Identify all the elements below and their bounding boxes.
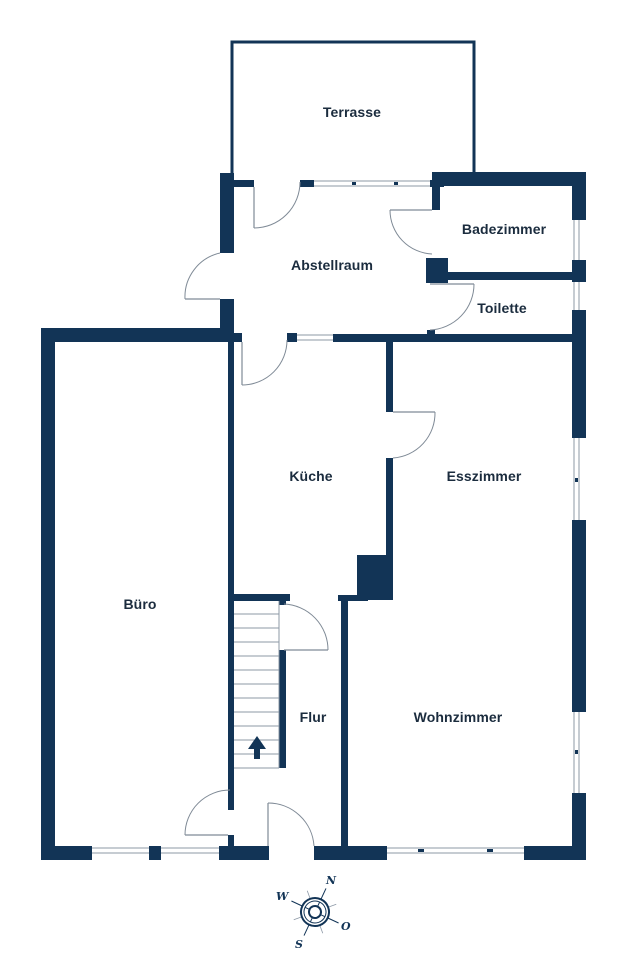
compass-rose-icon <box>291 888 339 936</box>
terrace-outline <box>230 40 476 180</box>
compass-east: O <box>341 920 351 933</box>
room-label-kueche: Küche <box>289 468 333 484</box>
room-label-abstellraum: Abstellraum <box>290 257 374 273</box>
compass-south: S <box>295 938 303 951</box>
arrow-up-icon <box>248 736 266 759</box>
room-label-flur: Flur <box>299 709 327 725</box>
room-label-badezimmer: Badezimmer <box>461 221 547 237</box>
room-label-buero: Büro <box>123 596 157 612</box>
room-label-esszimmer: Esszimmer <box>446 468 522 484</box>
room-label-terrasse: Terrasse <box>322 104 382 120</box>
staircase <box>234 601 280 769</box>
room-label-toilette: Toilette <box>477 300 527 316</box>
room-label-wohnzimmer: Wohnzimmer <box>413 709 503 725</box>
compass-west: W <box>276 890 290 903</box>
compass-north: N <box>325 874 337 887</box>
windows <box>92 180 580 854</box>
doors <box>184 181 475 847</box>
walls <box>41 172 586 860</box>
